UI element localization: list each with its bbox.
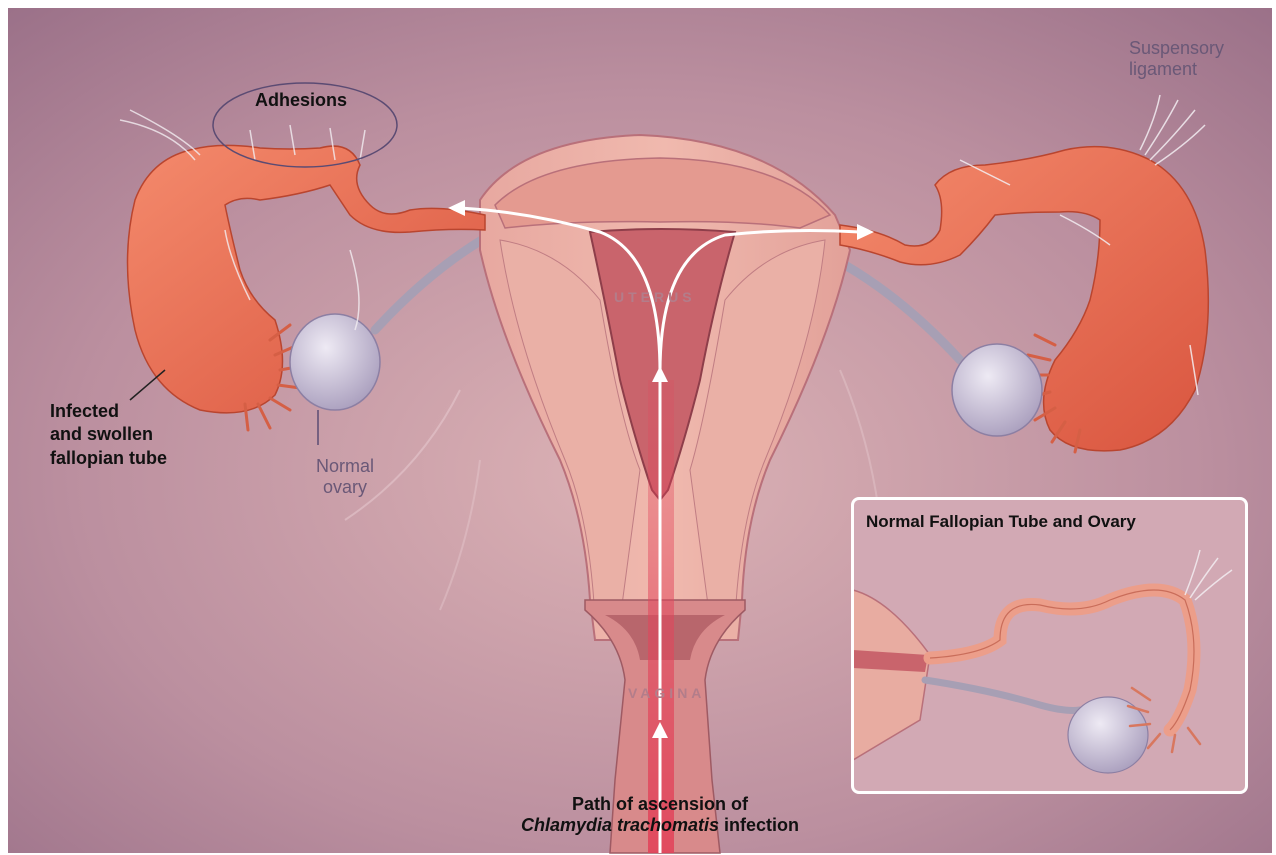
label-uterus: UTERUS	[614, 289, 696, 306]
inset-title: Normal Fallopian Tube and Ovary	[866, 512, 1136, 532]
normal-ovary-left	[290, 314, 380, 410]
label-normal-ovary: Normal ovary	[300, 456, 390, 498]
label-infected-tube: Infected and swollen fallopian tube	[50, 400, 167, 470]
label-vagina: VAGINA	[628, 685, 705, 702]
inset-panel	[851, 497, 1248, 794]
normal-ovary-right	[952, 344, 1042, 436]
chlamydia-species: Chlamydia trachomatis	[521, 815, 719, 835]
label-suspensory-ligament: Suspensory ligament	[1129, 38, 1224, 80]
label-path-caption: Path of ascension of Chlamydia trachomat…	[470, 794, 850, 836]
label-adhesions: Adhesions	[255, 90, 347, 111]
